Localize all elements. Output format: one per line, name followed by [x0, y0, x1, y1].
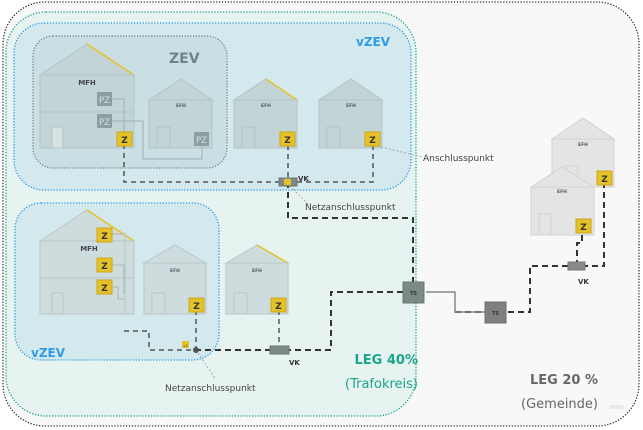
vk-box-bottom	[269, 345, 290, 355]
svg-text:PZ: PZ	[99, 118, 110, 128]
ts-box-leg40: TS	[402, 281, 425, 304]
private-wiring	[111, 98, 203, 160]
label-anschlusspunkt: Anschlusspunkt	[423, 154, 494, 164]
svg-text:Z: Z	[121, 136, 128, 146]
meter-z-efh-leg40: Z	[270, 297, 287, 313]
svg-text:TS: TS	[410, 291, 417, 297]
svg-text:Z: Z	[101, 232, 108, 242]
label-vk-bottom: VK	[289, 359, 300, 367]
svg-text:Z: Z	[601, 175, 608, 185]
ts-link	[426, 291, 485, 313]
label-efh-leg20-back: EFH	[578, 142, 588, 148]
meter-z-mfh-vzev-3: Z	[96, 279, 113, 295]
svg-text:TS: TS	[492, 311, 499, 317]
label-leg20-subtitle: (Gemeinde)	[521, 397, 598, 412]
label-netzanschlusspunkt-bottom: Netzanschlusspunkt	[165, 384, 256, 394]
label-mfh-zev: MFH	[78, 79, 96, 87]
meter-pz-mfh-lower: PZ	[97, 114, 112, 128]
meter-z-mfh-vzev-2: Z	[96, 257, 113, 273]
label-netzanschlusspunkt-top: Netzanschlusspunkt	[305, 203, 396, 213]
ts-box-leg20: TS	[484, 301, 507, 324]
label-zev: ZEV	[169, 51, 200, 67]
svg-text:PZ: PZ	[196, 136, 207, 146]
label-efh-vzev-1: EFH	[261, 103, 271, 109]
meter-pz-mfh-upper: PZ	[97, 92, 112, 106]
label-vzev-top: vZEV	[356, 35, 391, 49]
label-leg40-subtitle: (Trafokreis)	[345, 377, 418, 392]
svg-text:Z: Z	[101, 262, 108, 272]
building-efh-vzev-3	[142, 244, 208, 315]
label-efh-leg40: EFH	[252, 268, 262, 274]
meter-z-mfh-vzev-1: Z	[96, 227, 113, 243]
svg-text:Z: Z	[369, 136, 376, 146]
svg-text:vZ: vZ	[183, 344, 188, 348]
label-mfh-vzev: MFH	[80, 245, 98, 253]
svg-text:Z: Z	[580, 223, 587, 233]
vk-box-top	[278, 177, 298, 187]
svg-text:Z: Z	[275, 302, 282, 312]
label-efh-zev: EFH	[176, 103, 186, 109]
label-efh-vzev-3: EFH	[170, 268, 180, 274]
cables-vzev-bottom	[124, 310, 280, 351]
label-efh-vzev-2: EFH	[346, 103, 356, 109]
meter-z-efh-leg20-back: Z	[596, 170, 613, 186]
meter-z-efh-vzev-2: Z	[364, 131, 381, 147]
label-leg40-title: LEG 40%	[355, 353, 418, 368]
building-mfh-zev	[38, 43, 136, 149]
building-efh-zev	[147, 78, 214, 149]
label-vk-right: VK	[578, 278, 589, 286]
connection-node	[193, 347, 199, 353]
label-leg20-title: LEG 20 %	[530, 373, 598, 388]
meter-z-efh-vzev-3: Z	[188, 297, 205, 313]
building-efh-vzev-1	[232, 78, 299, 149]
meter-z-efh-leg20-front: Z	[575, 218, 592, 234]
callout-lines	[197, 145, 423, 379]
watermark: miro	[610, 404, 624, 411]
svg-text:Z: Z	[101, 284, 108, 294]
svg-text:Z: Z	[284, 136, 291, 146]
svg-text:Z: Z	[193, 302, 200, 312]
vzev-mfh-wiring	[111, 233, 125, 300]
label-vzev-bottom: vZEV	[31, 346, 66, 360]
meter-vz: vZ	[182, 341, 189, 348]
meter-z-efh-vzev-1: Z	[279, 131, 296, 147]
meter-pz-efh-zev: PZ	[194, 132, 209, 146]
svg-text:PZ: PZ	[99, 96, 110, 106]
label-vk-top: VK	[298, 175, 309, 183]
cables-vzev-top	[123, 144, 374, 183]
meter-z-mfh-zev: Z	[116, 131, 133, 147]
label-efh-leg20-front: EFH	[557, 189, 567, 195]
vk-box-right	[567, 261, 586, 271]
